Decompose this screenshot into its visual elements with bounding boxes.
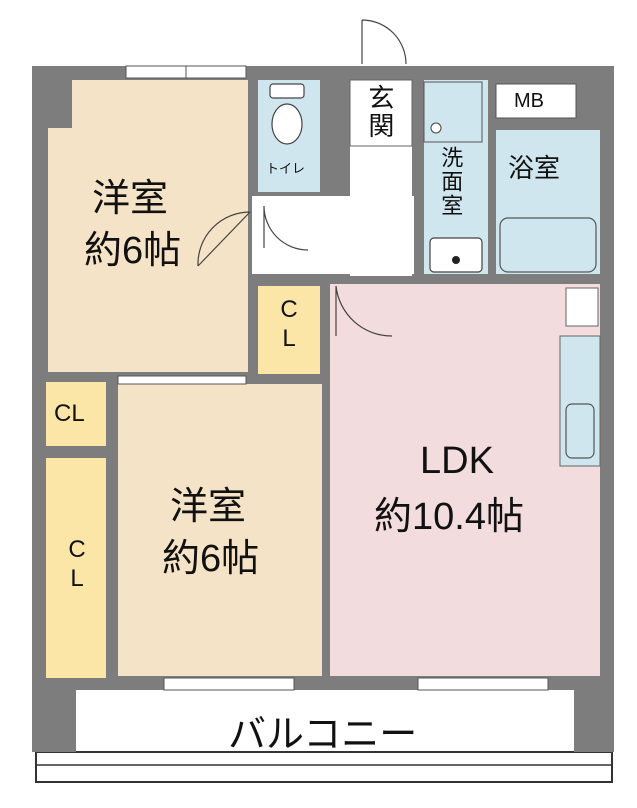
closet-left-small: [46, 382, 106, 446]
washbasin-icon: [429, 237, 483, 273]
ldk-room: [330, 284, 600, 676]
western-room-2: [118, 384, 322, 676]
bathtub-icon: [499, 217, 597, 273]
pipe-space: [565, 287, 599, 327]
balcony-rail: [35, 751, 613, 783]
western-room-1: [48, 80, 248, 372]
meter-box: [495, 83, 577, 119]
door-swing-icon: [197, 19, 407, 337]
balcony-floor: [48, 690, 594, 782]
toilet-icon: [269, 83, 305, 145]
western-room-2-name: 洋室: [170, 486, 247, 528]
western-room-2-size: 約6帖: [162, 538, 260, 580]
closet-left-tall: [46, 458, 106, 678]
kitchen-sink-icon: [565, 403, 595, 459]
closet-left-tall-label: CL: [63, 536, 91, 594]
entrance-label: 玄関: [364, 84, 395, 140]
ldk-name: LDK: [420, 440, 494, 482]
ldk-size: 約10.4帖: [374, 496, 524, 538]
western-room-1-size: 約6帖: [84, 230, 182, 272]
washroom-label: 洗面室: [438, 146, 464, 218]
closet-top-label: CL: [275, 296, 303, 354]
closet-left-small-label: CL: [54, 400, 85, 427]
toilet-label: トイレ: [266, 161, 306, 176]
balcony-label: バルコニー: [228, 714, 418, 756]
window-icon: [117, 65, 549, 691]
bath-label: 浴室: [508, 153, 561, 183]
mb-label: MB: [514, 90, 544, 112]
closet-top: [258, 286, 320, 374]
western-room-1-name: 洋室: [92, 178, 169, 220]
